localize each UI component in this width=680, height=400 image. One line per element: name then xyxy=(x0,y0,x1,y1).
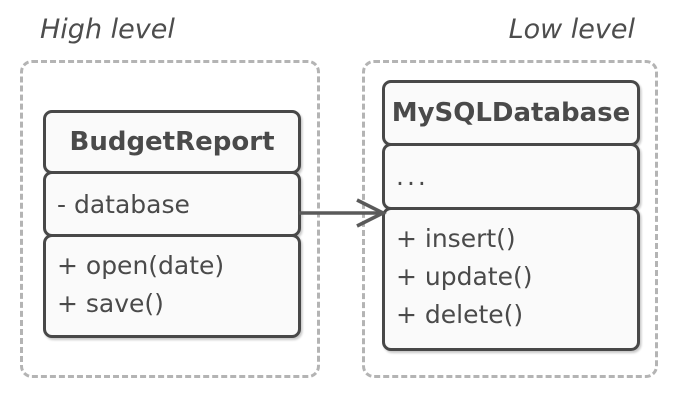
attribute-database: - database xyxy=(57,189,190,219)
method-update: + update() xyxy=(396,262,533,291)
low-level-label: Low level xyxy=(508,14,635,45)
mysql-database-class-title: MySQLDatabase xyxy=(382,80,640,146)
mysql-database-placeholder-section: ... xyxy=(382,143,640,210)
ellipsis-placeholder: ... xyxy=(396,162,429,191)
mysql-database-class: MySQLDatabase ... + insert() + update() … xyxy=(382,80,640,351)
budget-report-class-title: BudgetReport xyxy=(43,110,301,174)
high-level-label: High level xyxy=(40,14,175,45)
method-delete: + delete() xyxy=(396,300,524,329)
method-save: + save() xyxy=(57,289,164,318)
method-open: + open(date) xyxy=(57,251,225,280)
method-insert: + insert() xyxy=(396,224,516,253)
budget-report-attributes: - database xyxy=(43,171,301,237)
budget-report-methods: + open(date) + save() xyxy=(43,234,301,338)
mysql-database-methods: + insert() + update() + delete() xyxy=(382,207,640,351)
high-level-container xyxy=(20,60,320,378)
budget-report-class: BudgetReport - database + open(date) + s… xyxy=(43,110,301,338)
